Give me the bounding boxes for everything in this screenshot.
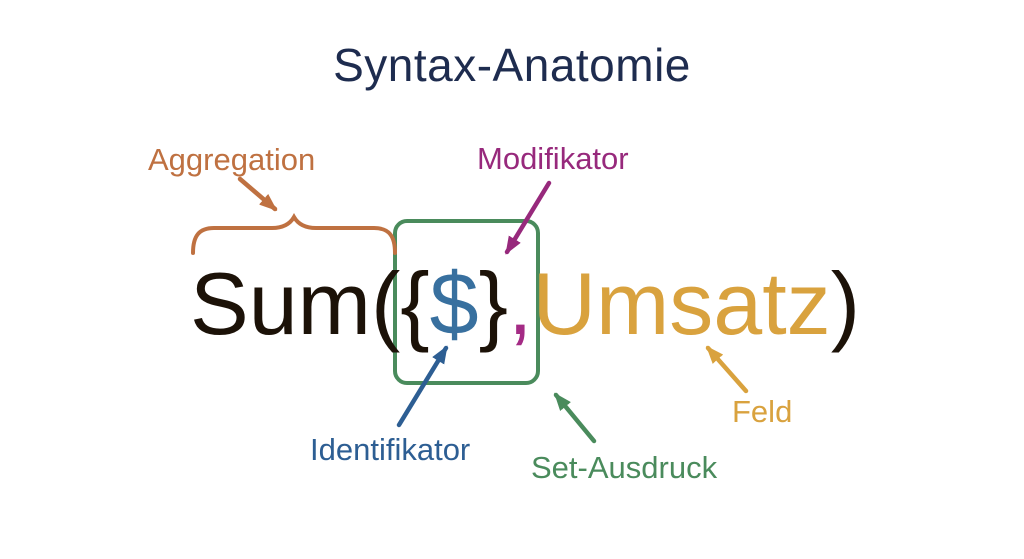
label-feld: Feld (732, 394, 793, 429)
set-ausdruck-arrow (553, 392, 597, 444)
label-modifikator: Modifikator (477, 141, 629, 176)
formula-close-curly-brace: } (478, 254, 508, 353)
formula-field-name: Umsatz (532, 254, 831, 353)
set-expression-box (393, 219, 540, 385)
aggregation-arrow (237, 176, 278, 212)
formula-dollar-identifier: $ (429, 254, 479, 353)
formula-aggregation-part: Sum( (190, 254, 401, 353)
formula-closing-paren: ) (830, 254, 860, 353)
label-set-ausdruck: Set-Ausdruck (531, 450, 718, 485)
aggregation-brace (191, 212, 397, 255)
label-identifikator: Identifikator (310, 432, 471, 467)
slide-title: Syntax-Anatomie (333, 39, 691, 91)
feld-arrow (705, 345, 749, 394)
label-aggregation: Aggregation (148, 142, 316, 177)
formula: Sum({$},Umsatz) (190, 260, 860, 348)
formula-comma: , (507, 254, 533, 353)
formula-open-curly-brace: { (400, 254, 430, 353)
